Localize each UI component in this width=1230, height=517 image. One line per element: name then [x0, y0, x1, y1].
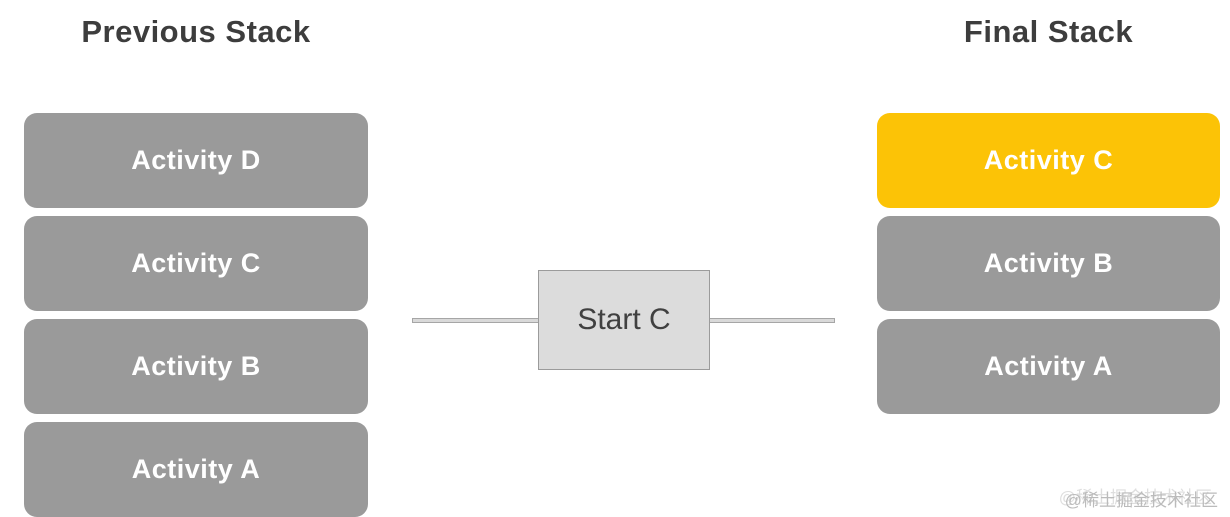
previous-stack-activity-c-box: Activity C — [24, 216, 368, 311]
previous-stack-title: Previous Stack — [81, 14, 311, 49]
activity-label: Activity A — [984, 351, 1113, 381]
activity-label: Activity B — [983, 248, 1114, 278]
activity-label: Activity D — [131, 145, 261, 175]
final-stack: Activity C Activity B Activity A — [877, 113, 1220, 422]
transition-box: Start C — [538, 270, 710, 370]
final-stack-activity-c-box: Activity C — [877, 113, 1220, 208]
previous-stack: Activity D Activity C Activity B Activit… — [24, 113, 368, 517]
previous-stack-activity-a-box: Activity A — [24, 422, 368, 517]
final-stack-activity-a-box: Activity A — [877, 319, 1220, 414]
activity-label: Activity C — [983, 145, 1114, 175]
previous-stack-activity-d-box: Activity D — [24, 113, 368, 208]
activity-label: Activity C — [131, 248, 261, 278]
previous-stack-activity-b-box: Activity B — [24, 319, 368, 414]
activity-label: Activity A — [131, 454, 261, 484]
final-stack-title: Final Stack — [963, 14, 1134, 49]
transition-label: Start C — [577, 303, 671, 336]
activity-label: Activity B — [131, 351, 261, 381]
final-stack-activity-b-box: Activity B — [877, 216, 1220, 311]
watermark: @稀土掘金技术社区 — [1064, 491, 1218, 510]
